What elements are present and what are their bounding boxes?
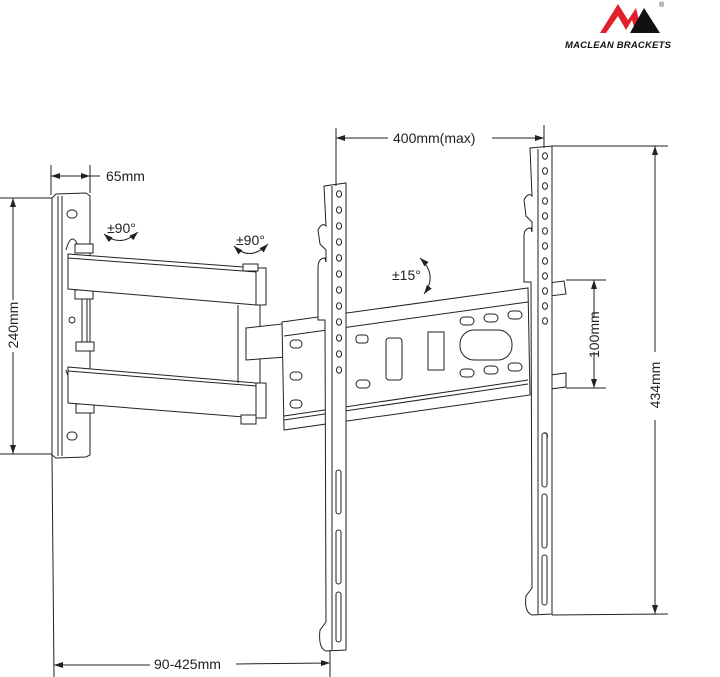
brand-name: MACLEAN BRACKETS	[565, 40, 672, 51]
registered-mark: ®	[659, 2, 665, 9]
dim-rail-spacing: 100mm	[586, 311, 602, 358]
rotation-arrows-icon	[103, 231, 432, 295]
upper-arm	[67, 253, 267, 306]
wall-plate	[51, 192, 95, 459]
dim-wall-plate-depth: 65mm	[106, 168, 145, 184]
dim-tilt: ±15°	[392, 267, 421, 283]
left-vertical-bracket	[317, 182, 347, 652]
dim-bracket-height: 434mm	[647, 361, 663, 409]
brand-logo-icon	[600, 4, 660, 33]
dim-arm-swivel-2: ±90°	[236, 232, 265, 248]
right-vertical-bracket	[523, 145, 553, 616]
dim-arm-swivel-1: ±90°	[107, 220, 136, 236]
dim-wall-distance: 90-425mm	[154, 656, 221, 672]
dim-vesa-width: 400mm(max)	[393, 130, 476, 146]
lower-arm	[67, 305, 267, 425]
dim-wall-plate-height: 240mm	[5, 301, 21, 349]
dimension-lines	[0, 125, 669, 677]
